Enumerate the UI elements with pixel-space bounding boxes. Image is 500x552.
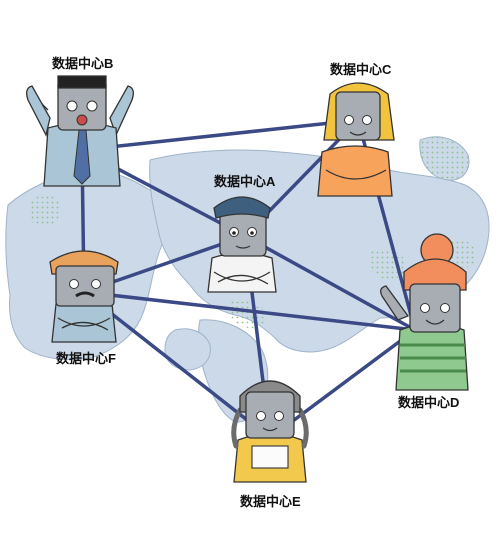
person-f-head <box>55 265 115 307</box>
label-data-center-e: 数据中心E <box>240 494 301 509</box>
link-f-d <box>82 290 417 332</box>
person-c-figure <box>317 82 395 197</box>
person-e-paper <box>251 445 289 469</box>
label-data-center-f: 数据中心F <box>56 351 116 366</box>
person-a-crossed-arms <box>213 271 271 285</box>
person-e-braids <box>231 407 309 449</box>
person-c-body <box>317 145 393 197</box>
person-f-figure <box>49 250 119 343</box>
person-a-body <box>207 252 277 293</box>
person-d-raised-arm <box>380 285 410 321</box>
person-a-figure <box>207 196 277 293</box>
person-f-crossed-arms <box>57 317 111 331</box>
person-d-hair <box>403 258 467 291</box>
person-e-figure <box>231 380 309 483</box>
label-data-center-b: 数据中心B <box>52 56 114 71</box>
person-a-head <box>219 211 267 257</box>
label-data-center-d: 数据中心D <box>398 395 460 410</box>
person-d-head <box>409 283 461 333</box>
label-data-center-a: 数据中心A <box>214 174 276 189</box>
person-a-hair <box>213 196 271 219</box>
person-d-figure <box>380 233 469 391</box>
person-b-figure <box>26 75 134 187</box>
person-f-mustache <box>75 291 95 298</box>
person-b-hair <box>57 75 107 89</box>
link-b-c <box>80 118 360 152</box>
person-e-head <box>245 391 295 439</box>
person-c-head <box>335 91 381 141</box>
map-landmass-oceania <box>164 328 211 371</box>
link-a-d <box>243 234 417 332</box>
person-c-crossed-arms <box>325 169 387 180</box>
label-data-center-c: 数据中心C <box>330 62 392 77</box>
